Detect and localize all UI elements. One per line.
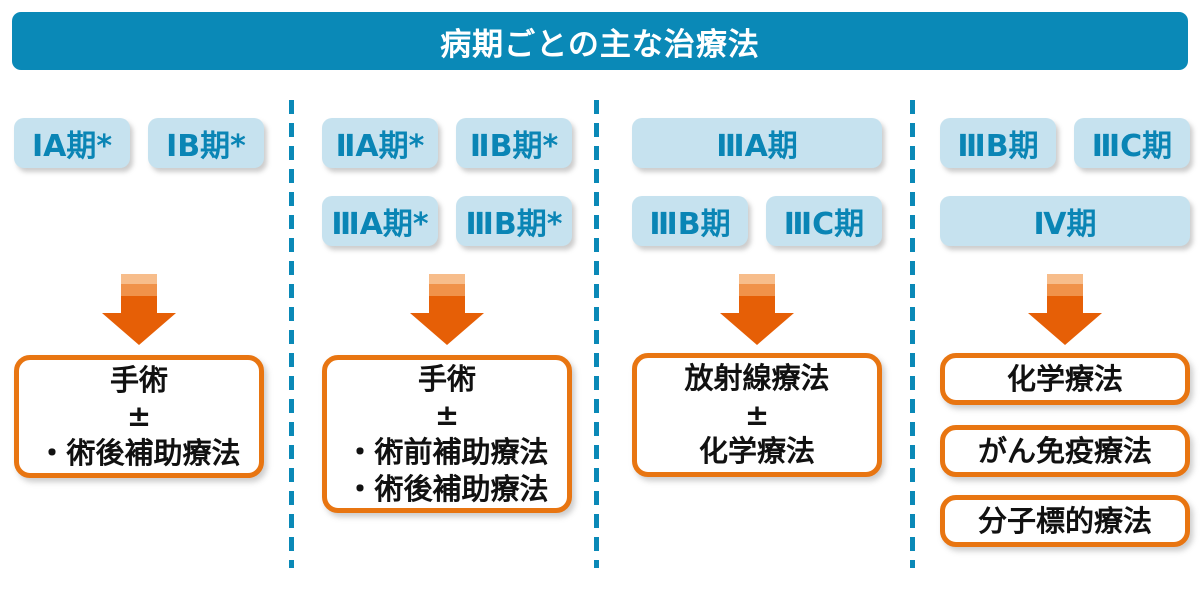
stage-badge: ⅢB期: [632, 196, 748, 246]
page-title: 病期ごとの主な治療法: [440, 26, 760, 63]
stage-badges: ⅢB期 ⅢC期 Ⅳ期: [940, 118, 1190, 246]
badge-row: ⅢB期 ⅢC期: [940, 118, 1190, 168]
treatment-line: ・術後補助療法: [37, 435, 241, 470]
stage-badge: ⅢB期*: [456, 196, 572, 246]
treatment-line: 手術: [109, 362, 168, 397]
badge-row: ⅢA期: [632, 118, 882, 168]
stage-badge: ⅡB期*: [456, 118, 572, 168]
stage-badge: ⅠA期*: [14, 118, 130, 168]
stage-badge: ⅢA期*: [322, 196, 438, 246]
treatment-line: がん免疫療法: [977, 433, 1152, 468]
stage-badge: ⅢB期: [940, 118, 1056, 168]
column-divider-1: [289, 100, 294, 568]
treatment-line: 化学療法: [698, 434, 815, 469]
treatment-line: ・術前補助療法: [345, 435, 549, 469]
stage-badge: ⅡA期*: [322, 118, 438, 168]
treatment-box: 化学療法: [940, 353, 1190, 405]
treatment-line: ±: [126, 399, 152, 434]
badge-row: ⅠA期* ⅠB期*: [14, 118, 264, 168]
treatment-line: 放射線療法: [684, 361, 830, 396]
treatment-line: 化学療法: [1006, 361, 1123, 396]
stage-column-4: ⅢB期 ⅢC期 Ⅳ期 化学療法 がん免疫療法 分子標的療法: [940, 0, 1190, 603]
down-arrow-icon: [1028, 274, 1102, 345]
down-arrow-icon: [720, 274, 794, 345]
stage-badge: ⅠB期*: [148, 118, 264, 168]
treatment-line: 分子標的療法: [977, 503, 1152, 538]
treatment-box: 放射線療法 ± 化学療法: [632, 353, 882, 477]
badge-row: ⅢB期 ⅢC期: [632, 196, 882, 246]
stage-badges: ⅢA期 ⅢB期 ⅢC期: [632, 118, 882, 246]
badge-row: ⅡA期* ⅡB期*: [322, 118, 572, 168]
stage-badge: ⅢA期: [632, 118, 882, 168]
treatment-line: ・術後補助療法: [345, 471, 549, 506]
stage-badge: Ⅳ期: [940, 196, 1190, 246]
stage-column-1: ⅠA期* ⅠB期* 手術 ± ・術後補助療法: [14, 0, 264, 603]
treatment-box: 分子標的療法: [940, 495, 1190, 547]
stage-badges: ⅠA期* ⅠB期*: [14, 118, 264, 168]
treatment-line: 手術: [417, 361, 476, 396]
column-divider-2: [594, 100, 599, 568]
treatment-line: ±: [744, 397, 770, 432]
badge-row: Ⅳ期: [940, 196, 1190, 246]
treatment-box: がん免疫療法: [940, 425, 1190, 477]
down-arrow-icon: [102, 274, 176, 345]
down-arrow-icon: [410, 274, 484, 345]
stage-column-3: ⅢA期 ⅢB期 ⅢC期 放射線療法 ± 化学療法: [632, 0, 882, 603]
treatment-box: 手術 ± ・術前補助療法 ・術後補助療法: [322, 355, 572, 513]
stage-badge: ⅢC期: [766, 196, 882, 246]
stage-badges: ⅡA期* ⅡB期* ⅢA期* ⅢB期*: [322, 118, 572, 246]
stage-column-2: ⅡA期* ⅡB期* ⅢA期* ⅢB期* 手術 ± ・術前補助療法 ・術後補助療法: [322, 0, 572, 603]
title-bar: 病期ごとの主な治療法: [12, 12, 1188, 70]
column-divider-3: [910, 100, 915, 568]
treatment-box: 手術 ± ・術後補助療法: [14, 355, 264, 478]
badge-row: ⅢA期* ⅢB期*: [322, 196, 572, 246]
stage-badge: ⅢC期: [1074, 118, 1190, 168]
treatment-line: ±: [434, 398, 460, 433]
